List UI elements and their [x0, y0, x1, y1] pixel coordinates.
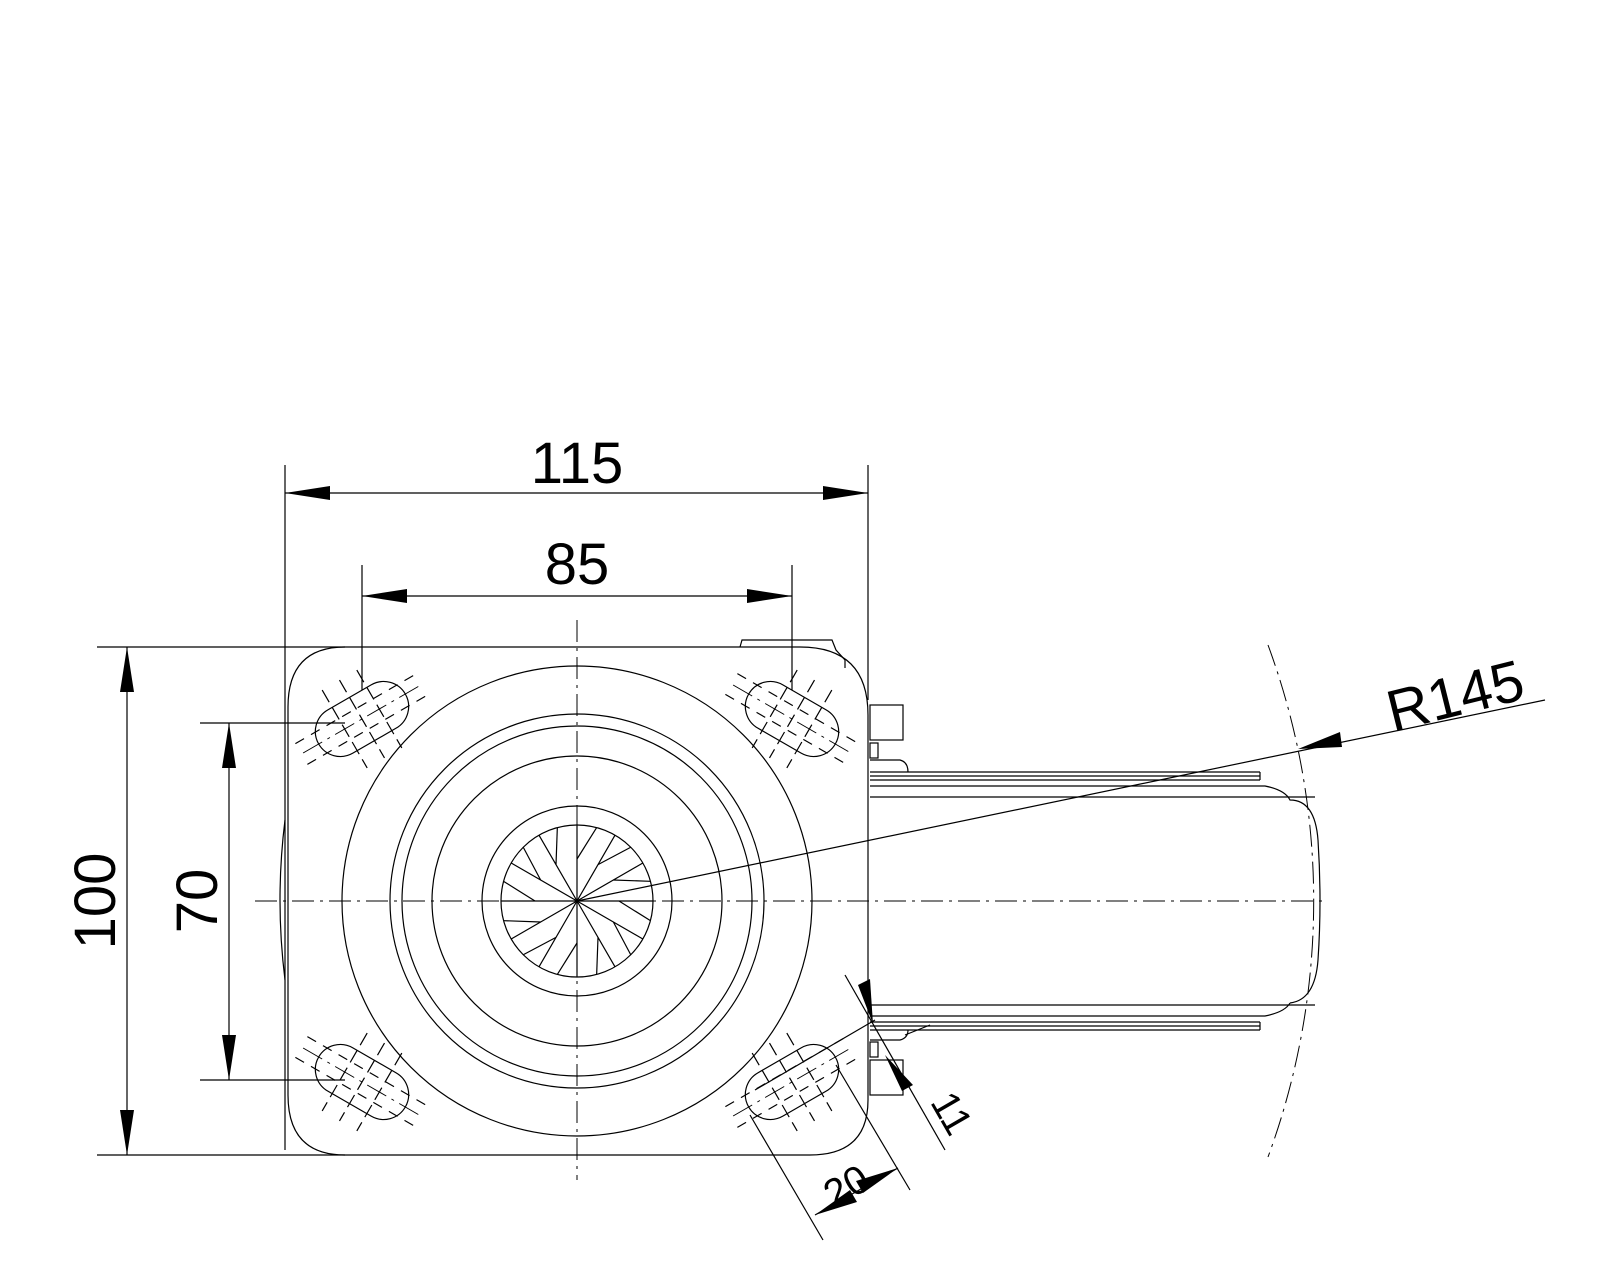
kingpin-nut-icon: [501, 825, 653, 977]
dimension-lines: [97, 465, 1546, 1241]
wheel: [869, 704, 1321, 1096]
dim-plate-depth: 100: [63, 853, 128, 950]
centerlines: [255, 620, 1325, 1180]
dim-plate-width: 115: [531, 431, 623, 496]
dim-swivel-radius: R145: [1380, 648, 1530, 745]
dim-hole-spacing-x: 85: [545, 532, 610, 597]
dim-slot-width: 11: [922, 1085, 981, 1143]
mounting-plate: [279, 639, 869, 1156]
dim-hole-spacing-y: 70: [165, 869, 230, 934]
